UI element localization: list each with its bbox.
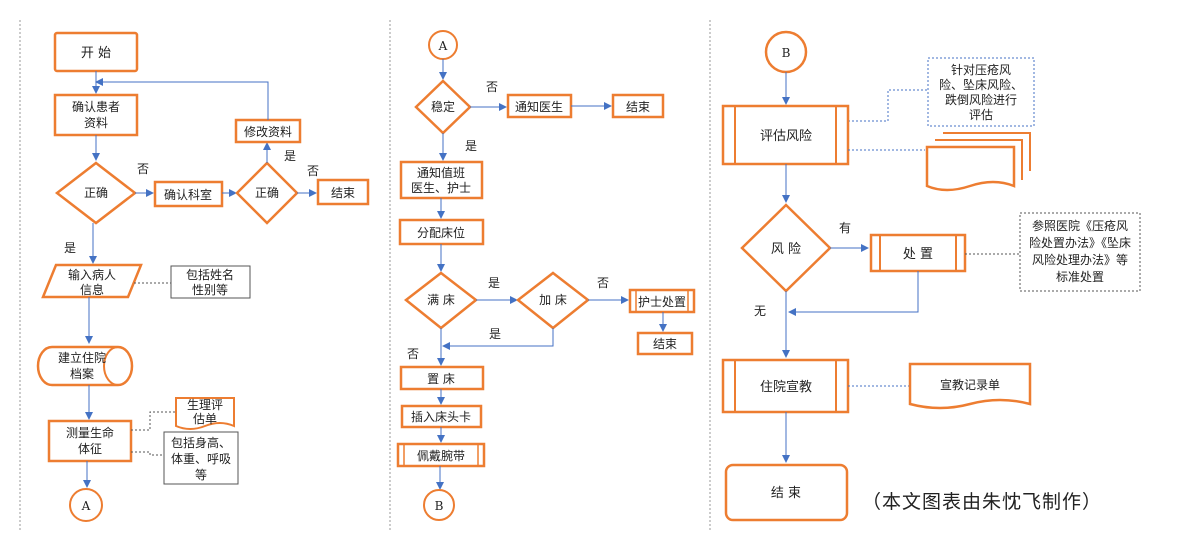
confirm-dept-label: 确认科室 (164, 187, 212, 202)
note-ref-line4: 标准处置 (1056, 270, 1104, 284)
notify-duty-node (399, 160, 484, 200)
column-3: B 针对压疮风 险、坠床风险、 跌倒风险进行 评估 评估风险 风 险 有 处 置 (721, 30, 1141, 522)
note-body-box (163, 431, 239, 485)
note-name-box (170, 265, 251, 299)
input-info-line1: 输入病人 (68, 267, 116, 282)
connector-a-out (69, 488, 103, 522)
add-bed-label: 加 床 (539, 293, 567, 307)
multi-doc-2 (935, 139, 1023, 180)
yes-modify-label: 是 (284, 149, 296, 163)
multi-doc-1 (925, 145, 1016, 192)
input-info-line2: 信息 (80, 282, 104, 297)
nurse-handle-label: 护士处置 (638, 295, 686, 309)
note-risk-line4: 评估 (969, 108, 993, 122)
edu-record-doc (908, 362, 1032, 410)
end-node-3 (724, 463, 849, 522)
note-risk-line3: 跌倒风险进行 (945, 92, 1017, 107)
assess-risk-node (721, 104, 850, 166)
start-label: 开 始 (81, 46, 111, 61)
yes-add-label: 是 (489, 327, 501, 341)
yes-label-1: 是 (64, 241, 76, 255)
end-node-2b (636, 331, 694, 356)
note-risk-box (927, 57, 1035, 127)
yes-stable-label: 是 (465, 139, 477, 153)
input-info-node (41, 263, 143, 299)
confirm-info-line2: 资料 (84, 116, 108, 130)
notify-doctor-label: 通知医生 (515, 100, 563, 114)
notify-duty-line2: 医生、护士 (411, 181, 471, 195)
handle-label: 处 置 (903, 247, 933, 262)
correct-1-label: 正确 (84, 186, 108, 200)
note-risk-line2: 险、坠床风险、 (939, 77, 1023, 92)
build-file-line1: 建立住院 (58, 350, 106, 365)
note-ref-line3: 风险处理办法》等 (1032, 252, 1128, 267)
no-risk-label: 无 (754, 304, 766, 318)
correct-decision-1 (54, 161, 138, 225)
no-add-label: 否 (597, 276, 609, 290)
wear-band-node (396, 442, 486, 468)
modify-label: 修改资料 (244, 124, 292, 139)
column-1: 开 始 确认患者 资料 正确 否 确认科室 正确 是 修改资料 否 结束 是 (36, 31, 370, 522)
no-stable-label: 否 (486, 80, 498, 94)
physio-form-line2: 估单 (193, 412, 217, 426)
handle-node (869, 233, 967, 273)
measure-node (47, 419, 133, 463)
note-ref-box (1019, 212, 1141, 292)
confirm-info-line1: 确认患者 (72, 100, 120, 114)
assess-risk-label: 评估风险 (760, 129, 812, 144)
assign-bed-label: 分配床位 (417, 225, 465, 240)
connector-a-out-label: A (81, 499, 91, 513)
note-body-line3: 等 (195, 468, 207, 482)
no-full-label: 否 (407, 347, 419, 361)
connector-a-in-label: A (438, 39, 448, 53)
place-bed-label: 置 床 (427, 372, 455, 386)
confirm-dept-node (153, 180, 224, 208)
note-ref-line1: 参照医院《压疮风 (1032, 218, 1128, 233)
has-risk-label: 有 (839, 221, 851, 235)
notify-duty-line1: 通知值班 (417, 165, 465, 180)
connector-b-in-label: B (782, 46, 791, 60)
physio-form-doc (175, 397, 235, 430)
column-2: A 稳定 否 通知医生 结束 是 通知值班 医生、护士 分配床位 满 床 是 加… (396, 30, 696, 521)
education-label: 住院宣教 (760, 379, 812, 395)
edu-record-label: 宣教记录单 (940, 377, 1000, 392)
note-body-line2: 体重、呼吸 (171, 452, 231, 466)
note-name-line2: 性别等 (192, 283, 228, 297)
measure-line1: 测量生命 (66, 425, 114, 440)
no-label-1: 否 (137, 162, 149, 176)
nurse-handle-node (628, 288, 696, 314)
correct-2-label: 正确 (255, 186, 279, 200)
credit-caption: （本文图表由朱忱飞制作） (862, 491, 1102, 513)
measure-line2: 体征 (78, 442, 102, 456)
risk-label: 风 险 (771, 242, 801, 257)
note-risk-line1: 针对压疮风 (951, 62, 1011, 77)
note-ref-line2: 险处置办法》《坠床 (1029, 235, 1131, 250)
connector-b-out-label: B (435, 499, 444, 513)
physio-form-line1: 生理评 (187, 398, 223, 412)
stable-label: 稳定 (431, 99, 455, 114)
education-node (721, 358, 850, 414)
end-label-3: 结 束 (771, 486, 801, 501)
build-file-line2: 档案 (70, 366, 94, 381)
connector-b-out (423, 489, 455, 521)
end-node-1 (316, 178, 370, 206)
assign-bed-node (398, 218, 485, 246)
insert-card-label: 插入床头卡 (411, 410, 471, 424)
multi-doc-3 (943, 132, 1031, 171)
note-body-line1: 包括身高、 (171, 435, 231, 450)
yes-full-label: 是 (488, 276, 500, 290)
no-end-label: 否 (307, 164, 319, 178)
full-label: 满 床 (427, 293, 455, 307)
end-label-2b: 结束 (653, 337, 677, 351)
wear-band-label: 佩戴腕带 (417, 448, 465, 463)
end-label-1: 结束 (331, 186, 355, 200)
end-node-2a (611, 93, 665, 119)
correct-decision-2 (235, 161, 299, 225)
end-label-2a: 结束 (626, 100, 650, 114)
place-bed-node (399, 365, 485, 391)
note-name-line1: 包括姓名 (186, 267, 234, 282)
